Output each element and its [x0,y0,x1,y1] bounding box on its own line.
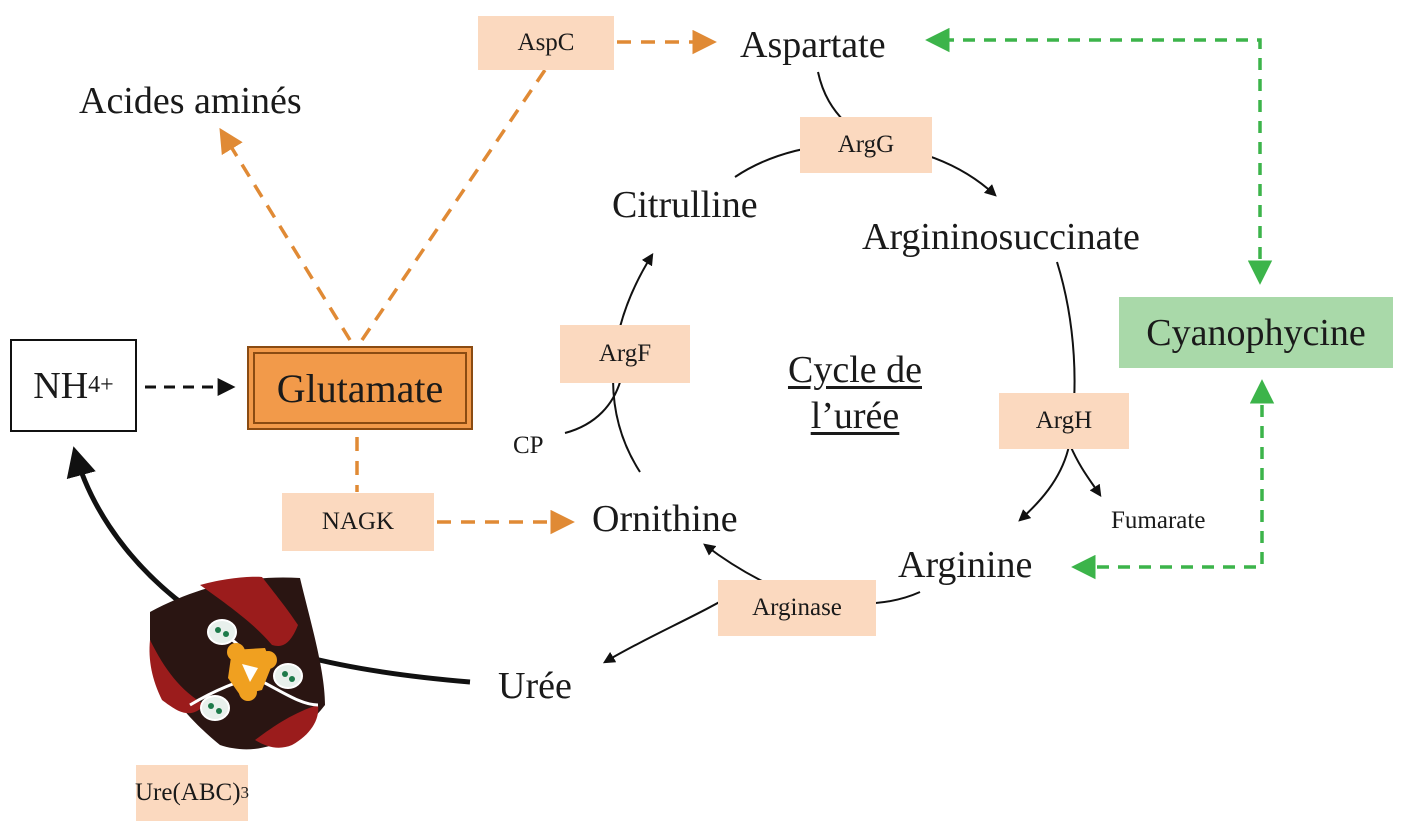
urease-label-base: Ure(ABC) [134,779,241,806]
arrow-glutamate-to-acides [219,127,352,341]
enzyme-arginase-label: Arginase [752,594,842,621]
arrow-cyano-aspartate [925,27,1273,285]
ammonium-sup: + [100,372,114,398]
green-dashed-arrows [925,27,1275,580]
enzyme-aspc: AspC [478,16,614,70]
enzyme-argf: ArgF [560,325,690,383]
urease-label-box: Ure(ABC)3 [134,765,250,821]
arrow-argininosuccinate-to-arginine [1018,261,1076,522]
enzyme-nagk-label: NAGK [321,508,395,535]
enzyme-nagk: NAGK [282,493,434,551]
cycle-title-line1: Cycle de [787,349,922,391]
cycle-title: Cycle de l’urée [770,347,940,440]
cyanophycine-label: Cyanophycine [1146,311,1366,354]
orange-dashed-arrows [219,29,717,535]
enzyme-argh: ArgH [999,393,1129,449]
arrow-cp-into-cycle [564,374,623,434]
acides-amines-label: Acides aminés [79,80,302,122]
enzyme-argg-label: ArgG [837,131,895,158]
aspartate-label: Aspartate [740,24,886,66]
cp-label: CP [513,432,544,459]
enzyme-aspc-label: AspC [517,29,575,56]
glutamate-label: Glutamate [276,365,444,411]
ornithine-label: Ornithine [592,498,738,540]
uree-label: Urée [498,665,572,707]
fumarate-label: Fumarate [1111,507,1206,534]
enzyme-argg: ArgG [800,117,932,173]
line-glutamate-to-aspc [360,69,547,341]
cyanophycine-box: Cyanophycine [1119,297,1393,368]
urease-complex-icon [149,576,325,750]
enzyme-argf-label: ArgF [598,340,652,367]
ammonium-base: NH [33,364,89,407]
glutamate-box: Glutamate [247,346,473,430]
citrulline-label: Citrulline [612,184,758,226]
enzyme-arginase: Arginase [718,580,876,636]
urease-label-sub: 3 [240,783,250,802]
arrow-aspartate-to-argg [817,71,846,123]
ammonium-sub: 4 [88,372,101,398]
argininosuccinate-label: Argininosuccinate [862,216,1140,258]
enzyme-argh-label: ArgH [1035,407,1093,434]
arrow-argh-to-fumarate [1069,444,1102,497]
cycle-title-line2: l’urée [810,395,900,438]
arginine-label: Arginine [898,544,1033,586]
